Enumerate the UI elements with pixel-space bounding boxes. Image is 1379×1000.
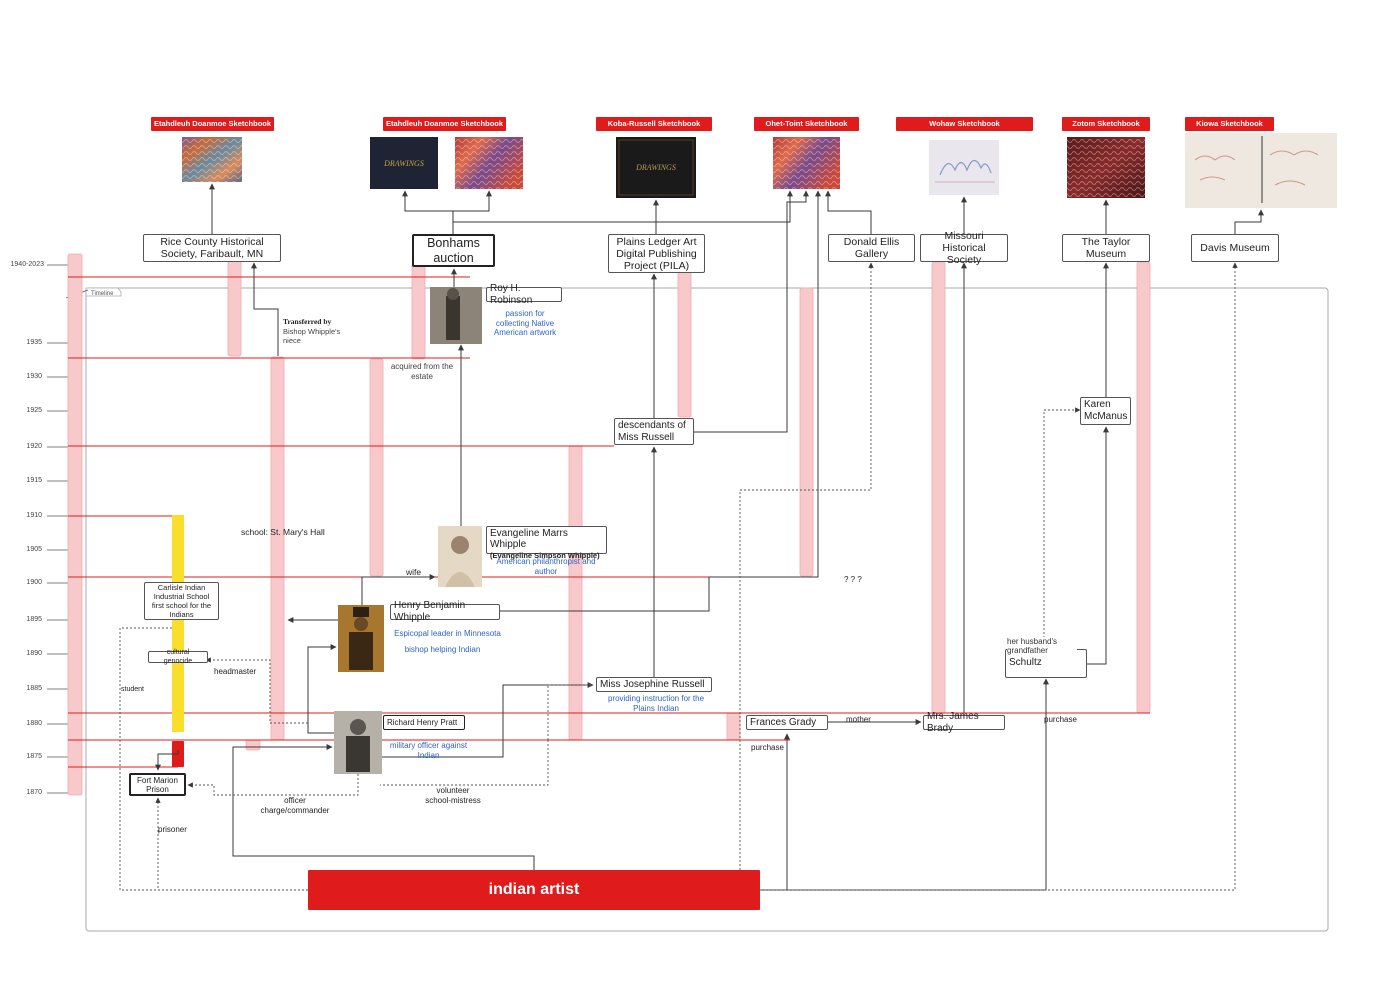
- mrs-brady-box[interactable]: Mrs. James Brady: [923, 711, 1005, 734]
- sketchbook-thumb-2a[interactable]: DRAWINGS: [370, 137, 438, 189]
- evangeline-photo[interactable]: [438, 526, 482, 587]
- russell-desc: providing instruction for the Plains Ind…: [607, 694, 705, 713]
- drawings-cover-text: DRAWINGS: [635, 163, 676, 172]
- donald-ellis-box[interactable]: Donald Ellis Gallery: [828, 234, 915, 262]
- cultural-genocide-box[interactable]: cultural genocide: [148, 649, 208, 665]
- pratt-desc: military officer against Indian: [389, 741, 468, 760]
- drawings-cover-text: DRAWINGS: [383, 159, 424, 168]
- pila-box[interactable]: Plains Ledger Art Digital Publishing Pro…: [608, 234, 705, 273]
- tick-1940-2023: 1940-2023: [10, 261, 44, 268]
- henry-whipple-photo[interactable]: [338, 605, 384, 672]
- headmaster-label: headmaster: [214, 667, 257, 676]
- tick-1875: 1875: [26, 753, 42, 760]
- school-note: school: St. Mary's Hall: [241, 527, 325, 537]
- descendants-russell-box[interactable]: descendants of Miss Russell: [614, 418, 694, 445]
- evangeline-alt-name: (Evangeline Simpson Whipple): [490, 551, 600, 560]
- transferred-note: Transferred by Bishop Whipple's niece: [283, 317, 345, 346]
- sketchbook-thumb-6[interactable]: [1067, 137, 1145, 198]
- davis-museum-box[interactable]: Davis Museum: [1191, 234, 1279, 262]
- indian-artist-label[interactable]: indian artist: [488, 881, 580, 898]
- header-zotom: Zotom Sketchbook: [1062, 117, 1150, 131]
- tick-1920: 1920: [26, 443, 42, 450]
- tick-1910: 1910: [26, 512, 42, 519]
- question-marks: ? ? ?: [844, 575, 862, 584]
- henry-desc-2: bishop helping Indian: [404, 645, 481, 654]
- timeline-tab-label: Timeline: [91, 291, 114, 297]
- tick-1880: 1880: [26, 720, 42, 727]
- karen-mcmanus-box[interactable]: Karen McManus: [1080, 397, 1131, 425]
- tick-1915: 1915: [26, 477, 42, 484]
- tick-1930: 1930: [26, 373, 42, 380]
- russell-box[interactable]: Miss Josephine Russell: [596, 677, 712, 692]
- indian-artist-bar-bg: [308, 870, 760, 910]
- header-koba-russell: Koba-Russell Sketchbook: [596, 117, 712, 131]
- sketchbook-thumb-7[interactable]: [1185, 133, 1337, 208]
- timeline-tab: [85, 287, 122, 297]
- header-doanmoe-2: Etahdleuh Doanmoe Sketchbook: [383, 117, 506, 131]
- sketchbook-thumb-2b[interactable]: [455, 137, 523, 189]
- schultz-name: Schultz: [1009, 657, 1042, 668]
- timeline-frame: [85, 287, 1329, 932]
- transferred-bold: Transferred by: [283, 317, 332, 326]
- pratt-photo[interactable]: [334, 711, 382, 774]
- missouri-historical-box[interactable]: Missouri Historical Society: [920, 230, 1008, 266]
- header-doanmoe-1: Etahdleuh Doanmoe Sketchbook: [151, 117, 274, 131]
- student-label: student: [121, 686, 144, 693]
- volunteer-label: volunteer school-mistress: [425, 786, 481, 805]
- evangeline-name: Evangeline Marrs Whipple: [490, 528, 568, 550]
- dotted-connectors: [119, 262, 1238, 891]
- taylor-museum-box[interactable]: The Taylor Museum: [1062, 234, 1150, 262]
- prisoner-label: prisoner: [158, 825, 187, 834]
- tick-1885: 1885: [26, 685, 42, 692]
- tick-1905: 1905: [26, 546, 42, 553]
- solid-connectors: [155, 183, 1264, 891]
- tick-1935: 1935: [26, 339, 42, 346]
- mother-label: mother: [846, 715, 871, 724]
- tick-1895: 1895: [26, 616, 42, 623]
- bonhams-auction-box[interactable]: Bonhams auction: [412, 234, 495, 267]
- acquired-note: acquired from the estate: [390, 362, 454, 381]
- robinson-desc: passion for collecting Native American a…: [493, 309, 557, 337]
- robinson-box[interactable]: Roy H. Robinson: [486, 283, 562, 306]
- henry-whipple-box[interactable]: Henry Benjamin Whipple: [390, 600, 500, 623]
- robinson-photo[interactable]: [430, 287, 482, 344]
- evangeline-desc: American philanthropist and author: [496, 557, 596, 576]
- carlisle-period-bar: [172, 515, 184, 732]
- officer-label: officer charge/commander: [260, 796, 330, 815]
- tick-1890: 1890: [26, 650, 42, 657]
- sketchbook-thumb-4[interactable]: [773, 137, 840, 189]
- henry-desc-1: Espicopal leader in Minnesota: [394, 629, 501, 638]
- pratt-box[interactable]: Richard Henry Pratt: [383, 715, 465, 730]
- sketchbook-thumb-5[interactable]: [929, 140, 999, 195]
- evangeline-box[interactable]: Evangeline Marrs Whipple (Evangeline Sim…: [486, 526, 607, 560]
- tick-1870: 1870: [26, 789, 42, 796]
- purchase-label-1: purchase: [751, 743, 784, 752]
- sketchbook-thumb-3[interactable]: DRAWINGS: [616, 137, 696, 198]
- timeline-axis: [47, 264, 89, 794]
- header-wohaw: Wohaw Sketchbook: [896, 117, 1033, 131]
- pink-timeline-bars: [67, 253, 1151, 796]
- frances-grady-box[interactable]: Frances Grady: [746, 715, 828, 730]
- header-ohet-toint: Ohet-Toint Sketchbook: [754, 117, 859, 131]
- purchase-label-2: purchase: [1044, 715, 1077, 724]
- transferred-rest: Bishop Whipple's niece: [283, 326, 341, 346]
- tick-1925: 1925: [26, 407, 42, 414]
- header-kiowa: Kiowa Sketchbook: [1185, 117, 1274, 131]
- sketchbook-thumb-1[interactable]: [182, 137, 242, 182]
- carlisle-school-box[interactable]: Carlisle Indian Industrial School first …: [144, 582, 219, 620]
- tick-1900: 1900: [26, 579, 42, 586]
- schultz-note: her husband's grandfather: [1007, 637, 1077, 655]
- fort-marion-box[interactable]: Fort Marion Prison: [129, 773, 186, 796]
- wife-label: wife: [406, 567, 422, 577]
- rice-county-box[interactable]: Rice County Historical Society, Faribaul…: [143, 234, 281, 262]
